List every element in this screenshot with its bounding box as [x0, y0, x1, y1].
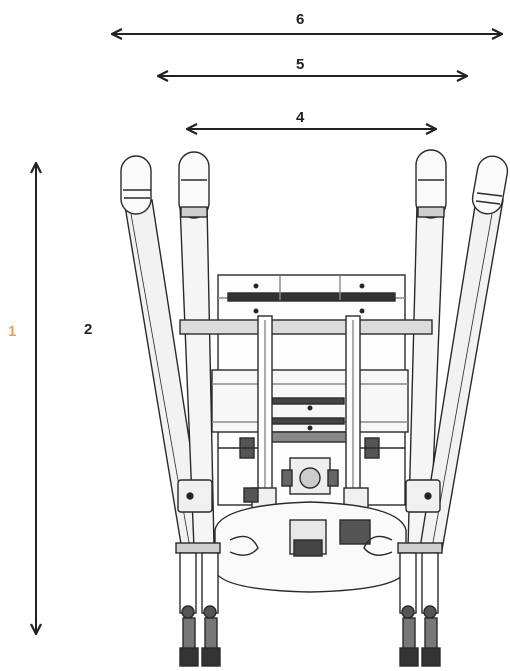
- left-hinges: [175, 479, 221, 667]
- machine-base: [214, 501, 407, 593]
- dimension-6-label: 6: [296, 11, 304, 28]
- dimension-1-label: 1: [8, 323, 16, 340]
- dimension-arrows: [36, 34, 502, 634]
- dimension-4-label: 4: [296, 109, 305, 126]
- dimension-2-label: 2: [84, 321, 92, 338]
- machine-drawing: [120, 149, 509, 667]
- dimension-5-label: 5: [296, 56, 304, 73]
- center-motor: [243, 457, 339, 503]
- right-hinges: [397, 479, 443, 667]
